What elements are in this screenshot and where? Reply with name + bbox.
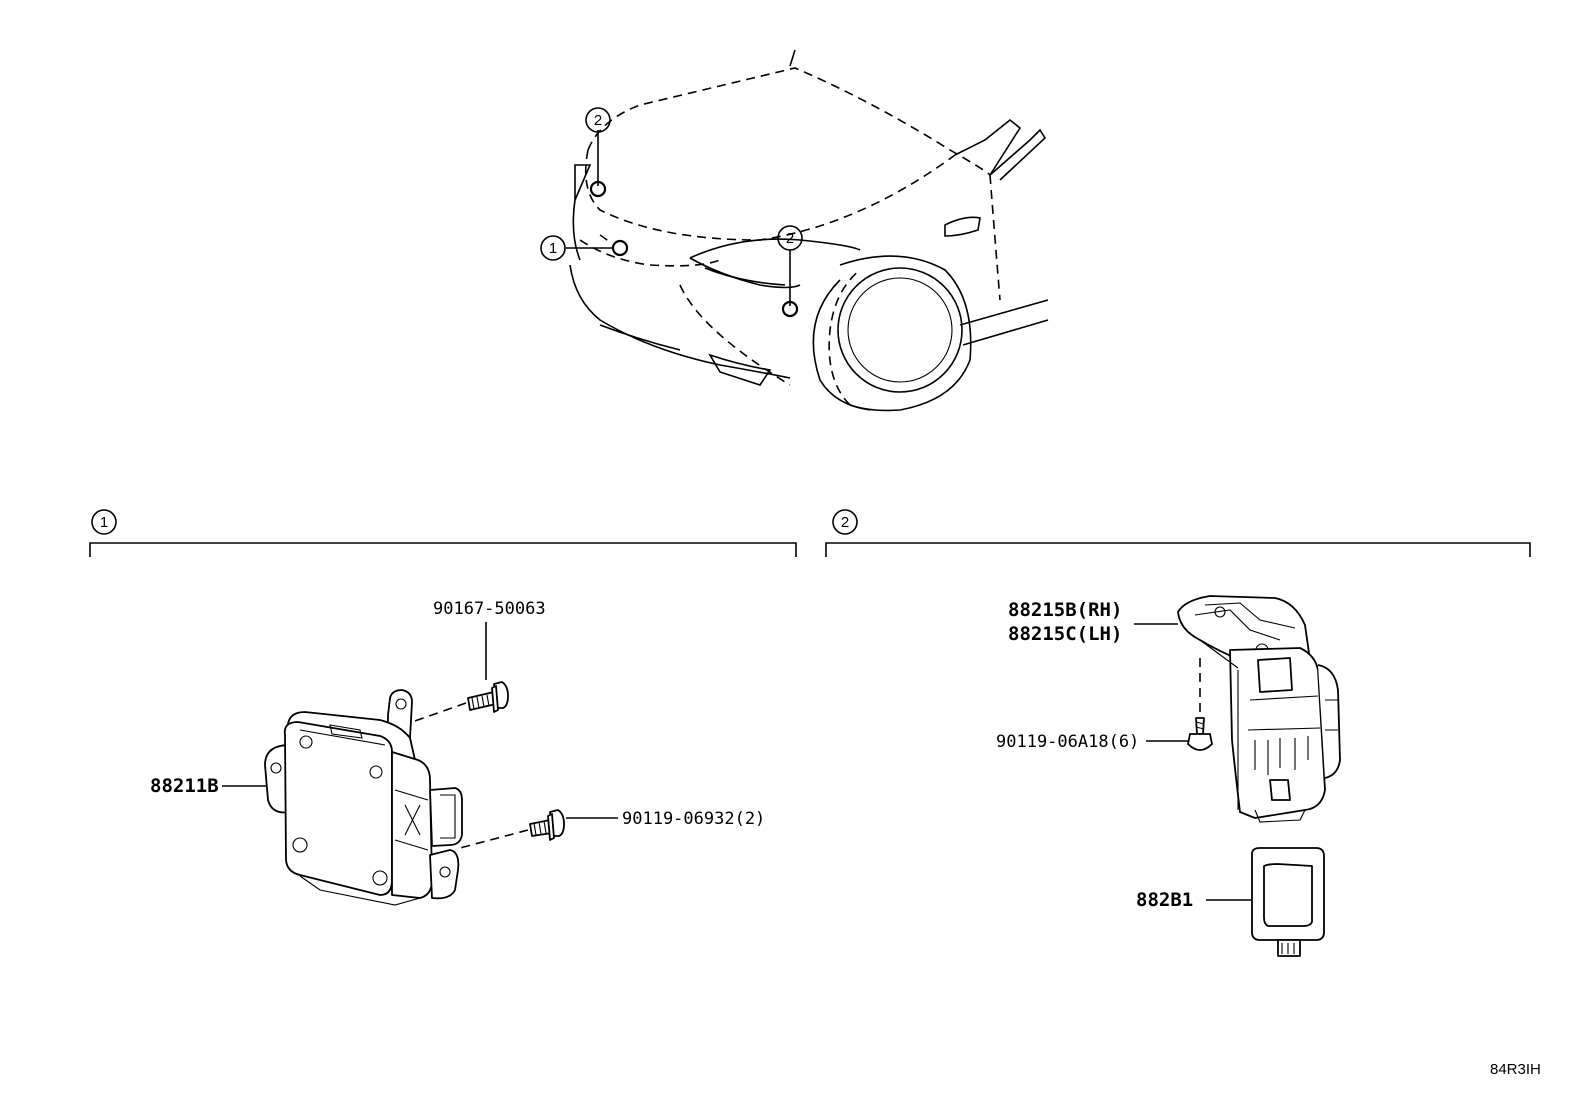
part-label-88215B: 88215B(RH): [1008, 599, 1122, 621]
part-label-88211B: 88211B: [150, 775, 219, 797]
part-label-90119-06A18: 90119-06A18(6): [996, 732, 1139, 752]
diagram-code: 84R3IH: [1490, 1061, 1541, 1078]
part-label-882B1: 882B1: [1136, 889, 1193, 911]
callout-2-lower: 2: [786, 230, 794, 247]
sensor-drawing: [1206, 847, 1325, 957]
section-1-number: 1: [100, 514, 108, 531]
bolt-upper-drawing: [411, 622, 509, 723]
callout-1: 1: [549, 240, 557, 257]
section-2-number: 2: [841, 514, 849, 531]
sensor-bracket-drawing: [1177, 595, 1341, 823]
screw-drawing: [1146, 658, 1213, 751]
car-overview: 2 1 2: [540, 49, 1049, 412]
part-label-88215C: 88215C(LH): [1008, 623, 1122, 645]
computer-module-drawing: [264, 689, 463, 906]
part-label-90119-06932: 90119-06932(2): [622, 809, 765, 829]
part-label-90167-50063: 90167-50063: [433, 599, 546, 619]
section-2-bracket: 2: [825, 509, 1531, 557]
section-1-bracket: 1: [89, 509, 797, 557]
callout-2-upper: 2: [594, 112, 602, 129]
bolt-lower-drawing: [459, 809, 618, 849]
